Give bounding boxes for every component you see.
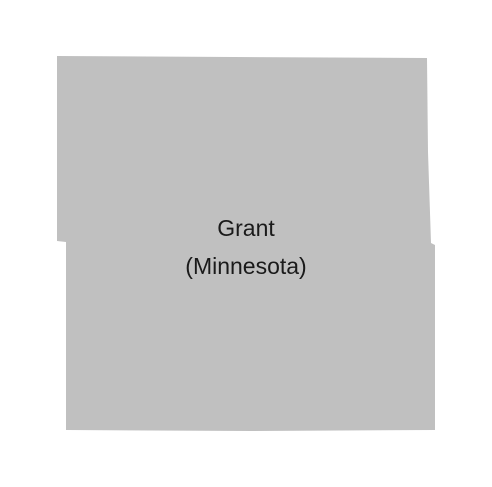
county-label-name: Grant (217, 215, 275, 241)
county-label-state: (Minnesota) (185, 253, 306, 279)
county-shape-grant (57, 56, 435, 431)
